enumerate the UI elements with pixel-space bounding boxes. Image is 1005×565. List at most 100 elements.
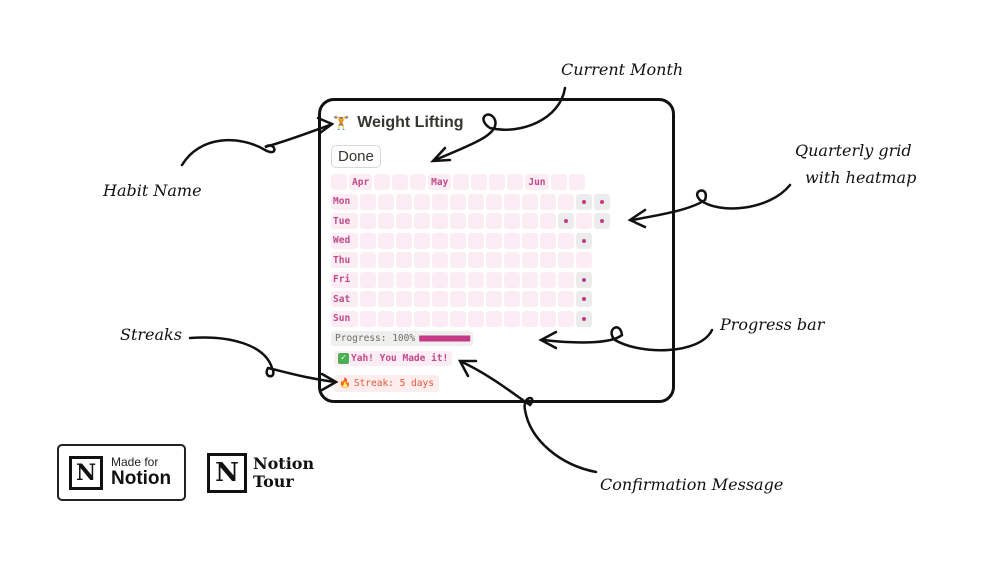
heatmap-cell[interactable]	[450, 310, 466, 327]
heatmap-cell[interactable]	[558, 310, 574, 327]
heatmap-cell[interactable]	[396, 291, 412, 307]
heatmap-cell-completed[interactable]	[576, 193, 592, 210]
heatmap-cell[interactable]	[468, 271, 484, 288]
habit-name: Weight Lifting	[357, 114, 464, 131]
heatmap-cell[interactable]	[396, 213, 412, 229]
heatmap-cell[interactable]	[558, 291, 574, 307]
heatmap-cell[interactable]	[522, 310, 538, 327]
heatmap-cell[interactable]	[432, 193, 448, 210]
heatmap-cell[interactable]	[450, 252, 466, 268]
heatmap-cell[interactable]	[378, 310, 394, 327]
heatmap-cell[interactable]	[414, 193, 430, 210]
heatmap-cell[interactable]	[558, 193, 574, 210]
heatmap-cell[interactable]	[450, 232, 466, 249]
heatmap-cell[interactable]	[522, 252, 538, 268]
heatmap-cell[interactable]	[360, 213, 376, 229]
heatmap-cell[interactable]	[450, 213, 466, 229]
heatmap-cell[interactable]	[414, 213, 430, 229]
heatmap-cell[interactable]	[468, 310, 484, 327]
heatmap-cell[interactable]	[522, 232, 538, 249]
annotation-confirmation-message: Confirmation Message	[600, 475, 784, 494]
heatmap-cell[interactable]	[450, 291, 466, 307]
heatmap-cell[interactable]	[540, 291, 556, 307]
heatmap-cell[interactable]	[540, 271, 556, 288]
heatmap-cell[interactable]	[360, 232, 376, 249]
heatmap-cell[interactable]	[522, 291, 538, 307]
heatmap-cell-completed[interactable]	[576, 291, 592, 307]
heatmap-cell[interactable]	[450, 271, 466, 288]
heatmap-cell[interactable]	[360, 193, 376, 210]
heatmap-cell[interactable]	[396, 271, 412, 288]
heatmap-cell[interactable]	[504, 291, 520, 307]
heatmap-cell[interactable]	[540, 213, 556, 229]
heatmap-cell[interactable]	[486, 291, 502, 307]
heatmap-cell[interactable]	[414, 232, 430, 249]
done-button[interactable]: Done	[331, 145, 381, 168]
heatmap-cell[interactable]	[432, 213, 448, 229]
heatmap-cell[interactable]	[360, 291, 376, 307]
heatmap-cell[interactable]	[378, 271, 394, 288]
heatmap-cell[interactable]	[396, 193, 412, 210]
heatmap-cell[interactable]	[504, 252, 520, 268]
heatmap-cell[interactable]	[540, 193, 556, 210]
heatmap-cell[interactable]	[468, 252, 484, 268]
notion-tour-badge[interactable]: N Notion Tour	[207, 453, 314, 493]
heatmap-cell[interactable]	[414, 271, 430, 288]
heatmap-cell-completed[interactable]	[576, 271, 592, 288]
heatmap-cell[interactable]	[414, 252, 430, 268]
heatmap-cell[interactable]	[522, 193, 538, 210]
heatmap-cell[interactable]	[504, 310, 520, 327]
heatmap-cell[interactable]	[486, 310, 502, 327]
heatmap-cell[interactable]	[396, 310, 412, 327]
heatmap-cell[interactable]	[504, 213, 520, 229]
heatmap-cell[interactable]	[432, 310, 448, 327]
heatmap-cell[interactable]	[468, 213, 484, 229]
heatmap-cell-completed[interactable]	[594, 213, 610, 229]
heatmap-cell[interactable]	[576, 213, 592, 229]
heatmap-cell[interactable]	[432, 232, 448, 249]
heatmap-cell[interactable]	[378, 193, 394, 210]
heatmap-cell[interactable]	[504, 193, 520, 210]
heatmap-cell[interactable]	[522, 271, 538, 288]
heatmap-cell[interactable]	[468, 232, 484, 249]
heatmap-cell[interactable]	[486, 232, 502, 249]
heatmap-cell[interactable]	[558, 271, 574, 288]
heatmap-cell[interactable]	[378, 291, 394, 307]
heatmap-cell[interactable]	[504, 271, 520, 288]
heatmap-cell[interactable]	[432, 271, 448, 288]
heatmap-cell[interactable]	[360, 310, 376, 327]
heatmap-cell-completed[interactable]	[576, 232, 592, 249]
heatmap-cell[interactable]	[576, 252, 592, 268]
heatmap-cell-completed[interactable]	[558, 213, 574, 229]
heatmap-cell[interactable]	[360, 252, 376, 268]
heatmap-cell[interactable]	[468, 291, 484, 307]
heatmap-cell[interactable]	[360, 271, 376, 288]
heatmap-cell[interactable]	[396, 252, 412, 268]
heatmap-cell[interactable]	[486, 271, 502, 288]
heatmap-cell[interactable]	[414, 310, 430, 327]
heatmap-cell[interactable]	[378, 252, 394, 268]
heatmap-cell[interactable]	[558, 252, 574, 268]
heatmap-cell[interactable]	[540, 310, 556, 327]
heatmap-cell[interactable]	[378, 213, 394, 229]
heatmap-cell-completed[interactable]	[576, 310, 592, 327]
heatmap-cell[interactable]	[432, 291, 448, 307]
heatmap-cell[interactable]	[558, 232, 574, 249]
heatmap-cell[interactable]	[486, 213, 502, 229]
heatmap-cell[interactable]	[414, 291, 430, 307]
heatmap-cell[interactable]	[522, 213, 538, 229]
heatmap-cell[interactable]	[486, 193, 502, 210]
heatmap-cell[interactable]	[504, 232, 520, 249]
heatmap-cell[interactable]	[396, 232, 412, 249]
notion-tour-line1: Notion	[253, 453, 315, 473]
heatmap-cell[interactable]	[450, 193, 466, 210]
heatmap-cell[interactable]	[378, 232, 394, 249]
heatmap-cell[interactable]	[468, 193, 484, 210]
heatmap-cell[interactable]	[432, 252, 448, 268]
made-for-notion-badge[interactable]: N Made for Notion	[57, 444, 186, 501]
heatmap-cell[interactable]	[540, 252, 556, 268]
heatmap-cell[interactable]	[540, 232, 556, 249]
heatmap-cell-completed[interactable]	[594, 193, 610, 210]
heatmap-cell[interactable]	[486, 252, 502, 268]
